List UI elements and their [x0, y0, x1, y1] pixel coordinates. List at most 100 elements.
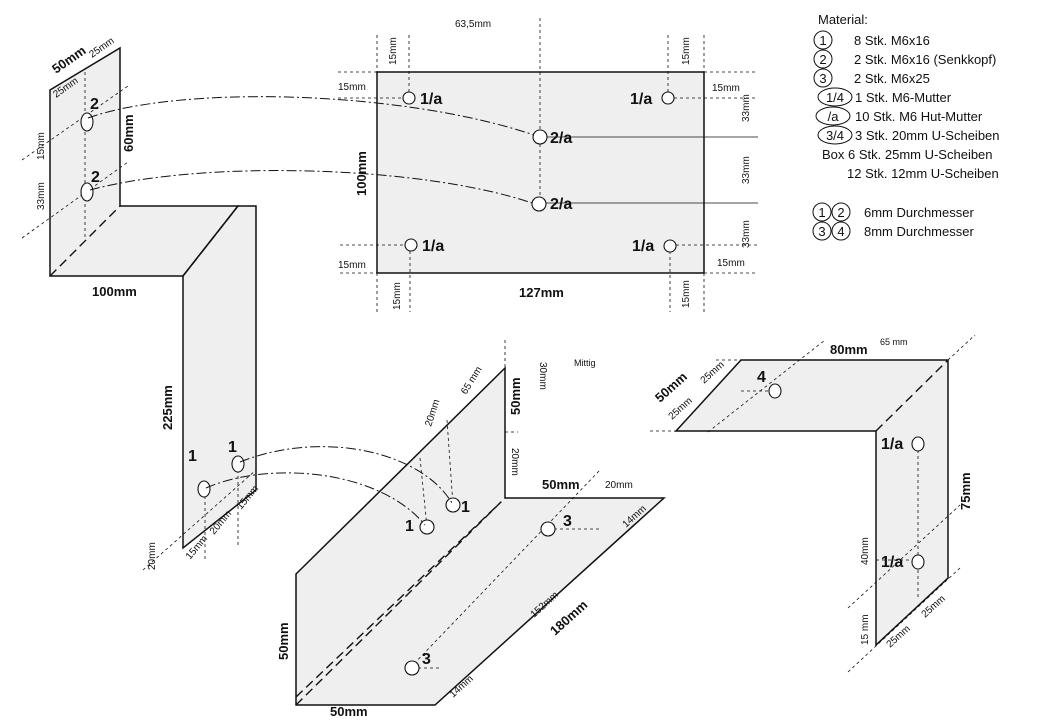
dim-15mm: 15mm [36, 132, 47, 160]
dim-33mm: 33mm [741, 220, 752, 248]
hole-label: 3 [422, 651, 431, 668]
hole-label: 1/a [881, 554, 903, 571]
dim-33mm: 33mm [741, 94, 752, 122]
dim-line [142, 469, 257, 571]
dim-line [707, 339, 826, 433]
fold-line [295, 502, 501, 698]
hole-2-marker [80, 182, 94, 202]
hole-1-marker [445, 497, 461, 513]
badge-circle-icon [813, 30, 833, 50]
diameter-row-1: 1 2 6mm Durchmesser [812, 202, 974, 222]
badge-circle-icon [813, 49, 833, 69]
connector-2-to-2a [89, 170, 533, 204]
fold-line [49, 205, 121, 277]
dim-50mm: 50mm [330, 704, 368, 719]
material-badge: 3/4 [826, 128, 844, 143]
hole-3-marker [404, 660, 420, 676]
dim-15mm: 15mm [717, 258, 745, 269]
dim-15mm: 15mm [388, 37, 399, 65]
material-item-3: 3 2 Stk. M6x25 [813, 68, 930, 88]
material-badge: 1/4 [826, 90, 844, 105]
dim-line [847, 567, 961, 673]
dim-15mm: 15 mm [860, 614, 871, 645]
dim-75mm: 75mm [958, 472, 973, 510]
material-text: 10 Stk. M6 Hut-Mutter [855, 109, 983, 124]
dim-15mm: 15mm [681, 280, 692, 308]
hole-label: 2/a [550, 130, 572, 147]
dim-20mm: 20mm [147, 542, 158, 570]
dim-line [947, 334, 976, 361]
dim-line [847, 504, 961, 609]
dim-60mm: 60mm [121, 114, 136, 152]
hole-1a-marker [404, 238, 418, 252]
badge-ellipse-icon [817, 125, 853, 145]
dim-40mm: 40mm [860, 537, 871, 565]
dim-50mm: 50mm [276, 622, 291, 660]
dim-line [446, 419, 454, 506]
material-heading: Material: [818, 12, 868, 27]
badge-circle-icon [812, 202, 832, 222]
fold-line [875, 359, 949, 432]
u-channel: 1 1 3 3 Mittig 30mm 65 mm 20mm 50mm 20mm… [276, 340, 666, 719]
dim-15mm: 15mm [338, 260, 366, 271]
dim-100mm: 100mm [92, 284, 137, 299]
hole-3-marker [540, 521, 556, 537]
badge-circle-icon [831, 221, 851, 241]
hole-label: 3 [563, 513, 572, 530]
plate-outline [376, 71, 705, 274]
badge-ellipse-icon [815, 106, 851, 126]
dim-15mm: 15mm [392, 282, 403, 310]
material-item-1: 1 8 Stk. M6x16 [813, 30, 930, 50]
hole-label: 1 [188, 448, 197, 465]
hole-1a-marker [402, 91, 416, 105]
mounting-plate: 63,5mm 15mm 15mm 15mm 15mm 15mm 15mm 15m… [338, 18, 758, 312]
material-text: 2 Stk. M6x16 (Senkkopf) [854, 52, 996, 67]
badge-circle-icon [831, 202, 851, 222]
diameter-text: 8mm Durchmesser [864, 224, 974, 239]
material-text: 8 Stk. M6x16 [854, 33, 930, 48]
dim-line [21, 161, 129, 239]
hole-1a-marker [663, 239, 677, 253]
material-item-5: /a 10 Stk. M6 Hut-Mutter [815, 106, 983, 126]
connection-lines [87, 96, 535, 526]
hole-label: 1/a [630, 91, 652, 108]
hole-label: 1 [228, 439, 237, 456]
diameter-row-2: 3 4 8mm Durchmesser [812, 221, 974, 241]
dim-50mm: 50mm [542, 477, 580, 492]
hole-4-marker [768, 383, 782, 399]
plate-top-dim: 63,5mm [455, 19, 491, 30]
material-badge: 1 [819, 33, 826, 48]
hole-label: 1/a [422, 238, 444, 255]
material-text: 12 Stk. 12mm U-Scheiben [847, 166, 999, 181]
hole-1a-marker [911, 554, 925, 570]
z-bracket: 2 2 1 1 50mm 25mm 25mm 15mm 33mm 60mm 10… [21, 36, 261, 571]
dim-30mm: 30mm [537, 362, 548, 390]
plate-width-label: 127mm [519, 285, 564, 300]
hole-label: 2 [90, 96, 99, 113]
connector-1-to-1 [205, 472, 426, 526]
dim-20mm: 20mm [509, 448, 520, 476]
dim-80mm: 80mm [830, 342, 868, 357]
hole-label: 1 [405, 518, 414, 535]
material-badge: /a [828, 109, 840, 124]
dim-20mm: 20mm [605, 480, 633, 491]
diameter-text: 6mm Durchmesser [864, 205, 974, 220]
material-item-4: 1/4 1 Stk. M6-Mutter [817, 87, 952, 107]
hole-1a-marker [661, 91, 675, 105]
material-item-6: 3/4 3 Stk. 20mm U-Scheiben [817, 125, 1000, 145]
badge-circle-icon [813, 68, 833, 88]
dim-225mm: 225mm [160, 385, 175, 430]
diameter-badge: 2 [837, 205, 844, 220]
material-text: 2 Stk. M6x25 [854, 71, 930, 86]
dim-33mm: 33mm [741, 156, 752, 184]
diameter-badge: 4 [837, 224, 844, 239]
dim-15mm: 15mm [681, 37, 692, 65]
hole-label: 1/a [420, 91, 442, 108]
badge-circle-icon [812, 221, 832, 241]
material-badge: 2 [819, 52, 826, 67]
hole-2a-marker [532, 129, 548, 145]
dim-65mm: 65 mm [880, 337, 908, 347]
material-text: Box 6 Stk. 25mm U-Scheiben [822, 147, 993, 162]
material-list: Material: 1 8 Stk. M6x16 2 2 Stk. M6x16 … [812, 12, 1000, 241]
